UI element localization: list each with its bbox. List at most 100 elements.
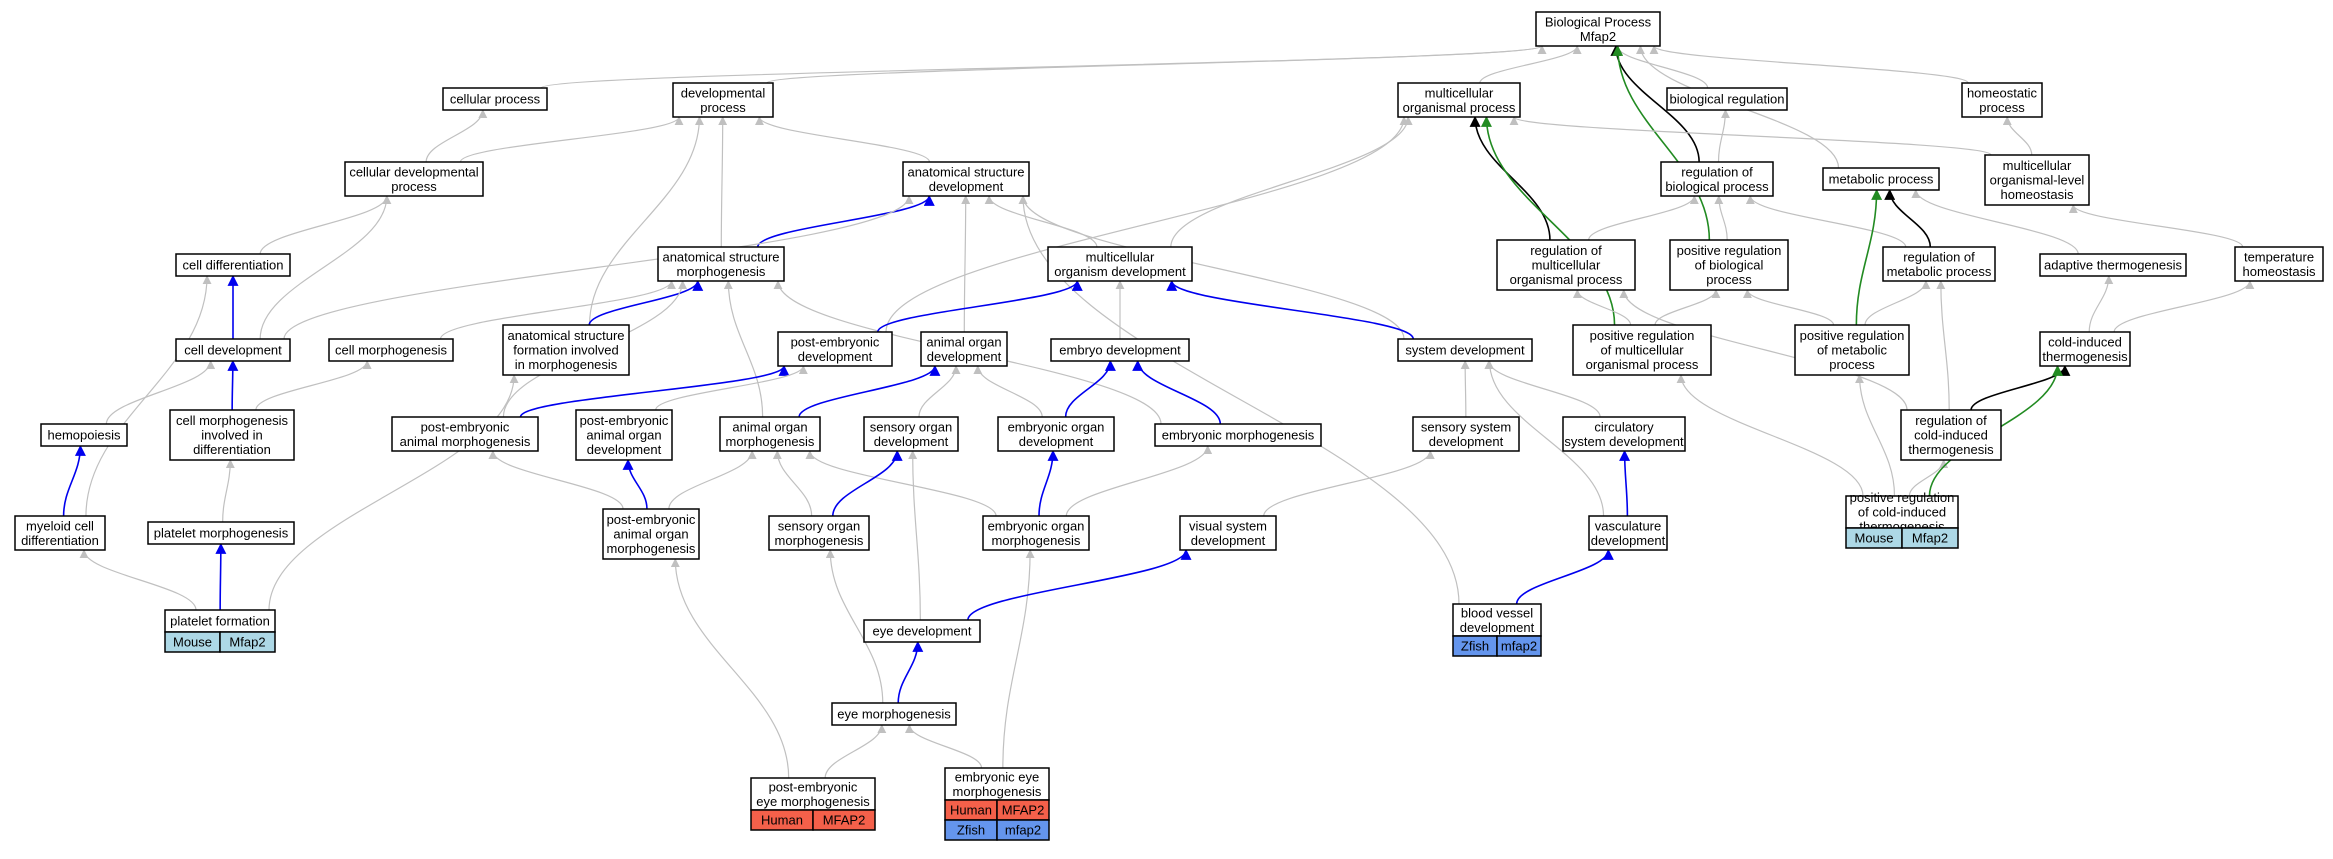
term-box: [1562, 416, 1686, 452]
term-label-line: morphogenesis: [726, 434, 815, 449]
term-box: [2039, 331, 2131, 367]
edge-grey-asm-to-dp: [718, 116, 728, 248]
term-node-cm[interactable]: cell morphogenesis: [328, 338, 454, 362]
term-box: [719, 416, 821, 452]
term-box: [175, 338, 291, 362]
term-label-line: system development: [1564, 434, 1684, 449]
edge-blue-asf-to-asm: [588, 279, 704, 326]
term-node-cp[interactable]: cellular process: [442, 87, 548, 111]
edge-blue-asm-to-asd: [756, 194, 935, 248]
term-label-line: morphogenesis: [992, 533, 1081, 548]
term-label-line: embryo development: [1059, 343, 1181, 358]
edge-grey-paom-to-aom: [668, 450, 757, 510]
term-node-br[interactable]: biological regulation: [1666, 87, 1788, 111]
term-label-line: embryonic eye: [955, 769, 1040, 784]
term-node-em[interactable]: embryonic morphogenesis: [1154, 423, 1322, 447]
edge-grey-eod-to-aod: [973, 365, 1043, 418]
term-label-line: morphogenesis: [953, 784, 1042, 799]
term-label-line: development: [1460, 620, 1535, 635]
edge-grey-at-to-metp: [1911, 189, 2079, 255]
term-label-line: development: [1191, 533, 1266, 548]
edge-grey-prmop-to-prbp: [1654, 289, 1721, 326]
term-node-pm[interactable]: platelet morphogenesis: [147, 521, 295, 545]
term-node-at[interactable]: adaptive thermogenesis: [2039, 253, 2187, 277]
edge-grey-eem-to-eom: [1002, 549, 1035, 769]
edge-black-rmetp-to-metp: [1884, 188, 1932, 248]
annotation-cell: [1901, 527, 1959, 549]
term-box: [657, 246, 785, 282]
edge-grey-vd-to-sd: [1484, 360, 1605, 517]
annotation-species-label: Mouse: [173, 635, 212, 650]
annotation-species-label: Zfish: [1461, 639, 1489, 654]
term-label-line: cell differentiation: [183, 258, 284, 273]
term-box: [40, 423, 128, 447]
edge-grey-th-to-mlh: [2068, 204, 2244, 248]
term-node-metp[interactable]: metabolic process: [1822, 167, 1940, 191]
edge-grey-aom-to-asm: [723, 280, 764, 418]
term-box: [344, 161, 484, 197]
term-node-celldev[interactable]: cell development: [175, 338, 291, 362]
term-node-hemo[interactable]: hemopoiesis: [40, 423, 128, 447]
term-box: [768, 515, 870, 551]
edge-grey-cdp-to-dp: [459, 116, 684, 163]
term-node-eyed[interactable]: eye development: [863, 619, 981, 643]
term-node-celld[interactable]: cell differentiation: [175, 253, 291, 277]
edge-black-rcit-to-cit: [1970, 364, 2071, 411]
term-label-line: morphogenesis: [677, 264, 766, 279]
edge-blue-eod-to-ed: [1064, 359, 1116, 418]
term-box: [902, 161, 1030, 197]
term-label-line: morphogenesis: [775, 533, 864, 548]
term-label-line: cell morphogenesis: [176, 413, 289, 428]
term-node-sd[interactable]: system development: [1397, 338, 1533, 362]
edge-grey-sd-to-asd: [1018, 195, 1405, 340]
term-box: [1397, 338, 1533, 362]
term-box: [1496, 239, 1636, 291]
term-node-ed[interactable]: embryo development: [1050, 338, 1190, 362]
term-label-line: multicellular: [1532, 258, 1601, 273]
term-label-line: hemopoiesis: [48, 428, 121, 443]
annotation-cell: [219, 631, 276, 653]
term-node-eyem[interactable]: eye morphogenesis: [831, 702, 957, 726]
term-box: [2039, 253, 2187, 277]
